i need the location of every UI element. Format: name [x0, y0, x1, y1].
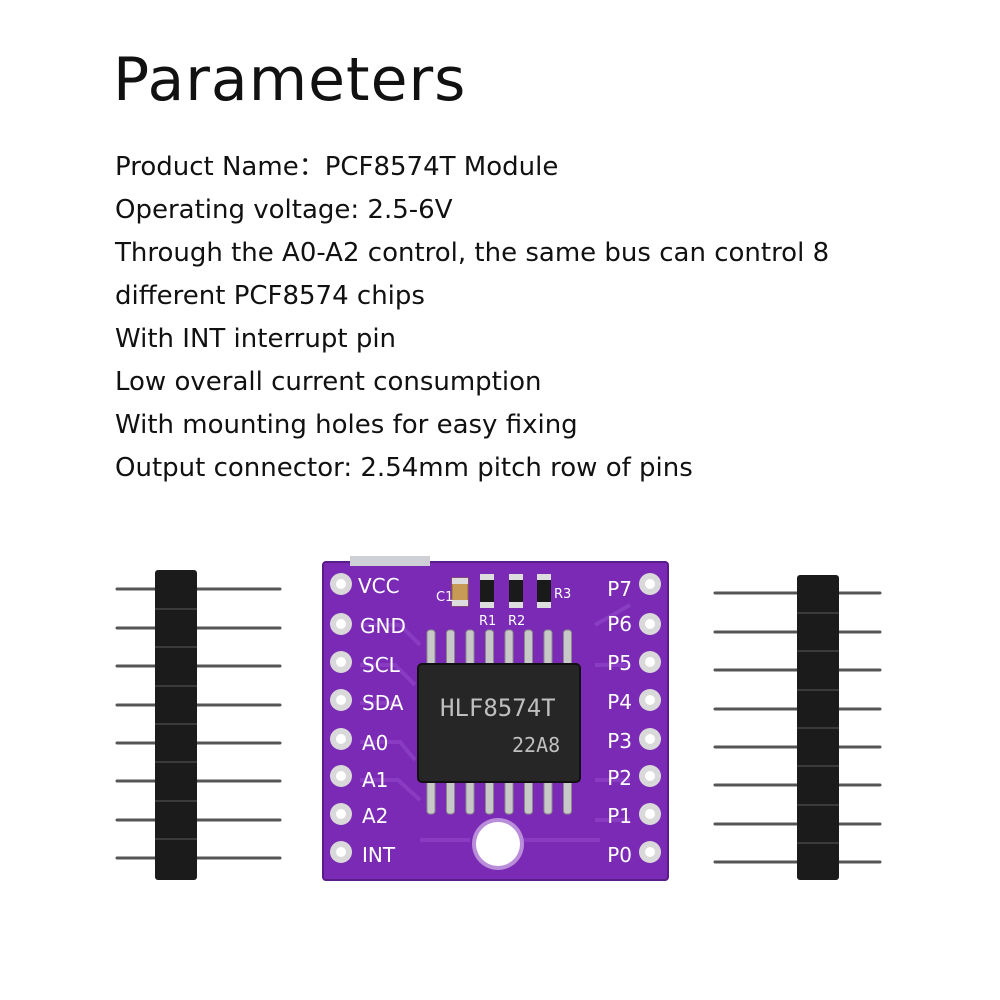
pin-label-vcc: VCC — [358, 574, 400, 598]
chip-marking-code: 22A8 — [512, 733, 560, 757]
param-output-connector: Output connector: 2.54mm pitch row of pi… — [115, 453, 693, 483]
silk-r3: R3 — [554, 587, 571, 602]
pin-label-p7: P7 — [607, 577, 632, 601]
ic-leg — [524, 629, 533, 667]
param-address-control-cont: different PCF8574 chips — [115, 281, 425, 311]
ic-leg — [446, 779, 455, 815]
parameter-list: Product Name：PCF8574T Module Operating v… — [115, 146, 975, 490]
ic-leg — [485, 779, 494, 815]
mounting-hole — [476, 822, 520, 866]
pin-label-gnd: GND — [360, 614, 406, 638]
silk-r2: R2 — [508, 614, 525, 629]
pin-label-scl: SCL — [362, 653, 401, 677]
silk-r1: R1 — [479, 614, 496, 629]
ic-leg — [563, 629, 572, 667]
pin-label-p3: P3 — [607, 729, 632, 753]
page-title: Parameters — [113, 45, 467, 115]
product-photo: VCC GND SCL SDA A0 A1 A2 INT P7 P6 P5 P4… — [0, 540, 1000, 900]
silk-c1: C1 — [436, 590, 453, 605]
pcf8574-board: VCC GND SCL SDA A0 A1 A2 INT P7 P6 P5 P4… — [322, 556, 669, 881]
pin-label-int: INT — [362, 843, 396, 867]
param-operating-voltage: Operating voltage: 2.5-6V — [115, 195, 453, 225]
param-address-control: Through the A0-A2 control, the same bus … — [115, 238, 830, 268]
chip-marking-part: HLF8574T — [440, 694, 556, 722]
pin-label-a1: A1 — [362, 768, 388, 792]
pin-label-p2: P2 — [607, 766, 632, 790]
param-low-current: Low overall current consumption — [115, 367, 542, 397]
pin-label-p1: P1 — [607, 804, 632, 828]
smd-components — [451, 574, 551, 608]
right-pin-header — [713, 575, 882, 880]
pin-label-p6: P6 — [607, 612, 632, 636]
ic-leg — [465, 779, 475, 815]
param-product-name: Product Name：PCF8574T Module — [115, 152, 559, 182]
pin-label-p0: P0 — [607, 843, 632, 867]
ic-leg — [504, 629, 514, 667]
ic-leg — [524, 779, 533, 815]
pin-label-p4: P4 — [607, 690, 632, 714]
ic-leg — [543, 779, 553, 815]
param-int-pin: With INT interrupt pin — [115, 324, 397, 354]
ic-chip: HLF8574T 22A8 — [417, 629, 581, 815]
ic-leg — [426, 779, 436, 815]
ic-leg — [543, 629, 553, 667]
param-mounting-holes: With mounting holes for easy fixing — [115, 410, 578, 440]
pin-label-p5: P5 — [607, 651, 632, 675]
ic-leg — [563, 779, 572, 815]
ic-leg — [446, 629, 455, 667]
ic-leg — [426, 629, 436, 667]
pin-label-a0: A0 — [362, 731, 388, 755]
ic-leg — [504, 779, 514, 815]
pin-label-sda: SDA — [362, 691, 404, 715]
left-pin-header — [115, 570, 282, 880]
ic-leg — [485, 629, 494, 667]
ic-leg — [465, 629, 475, 667]
pin-label-a2: A2 — [362, 804, 388, 828]
